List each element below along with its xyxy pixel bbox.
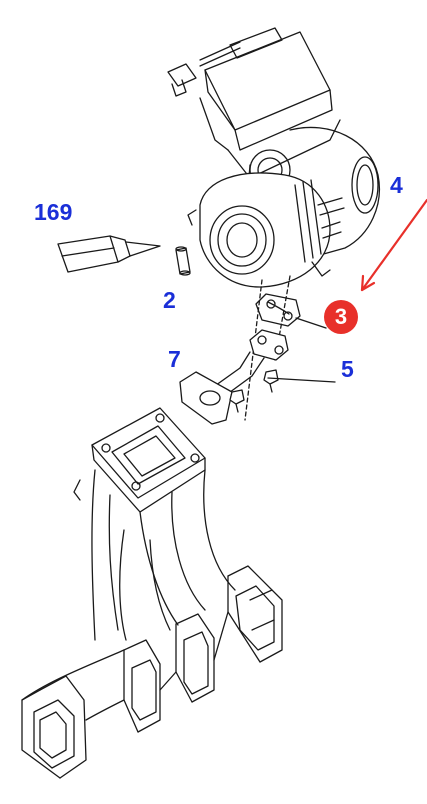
leader-lines <box>267 317 336 383</box>
gasket <box>255 293 301 327</box>
oil-drain-pipe <box>179 329 289 425</box>
turbocharger <box>167 27 380 288</box>
callout-arrow <box>360 198 427 292</box>
part-label-4: 4 <box>390 172 403 198</box>
exhaust-manifold <box>21 407 283 779</box>
leader-line-3 <box>295 317 327 329</box>
sealant-tube <box>57 235 161 273</box>
callout-badge-3: 3 <box>324 300 358 334</box>
part-label-7: 7 <box>168 346 181 372</box>
leader-line-5 <box>267 377 336 383</box>
part-label-5: 5 <box>341 356 354 382</box>
dowel-pin <box>175 246 191 276</box>
bolts <box>229 369 279 413</box>
part-label-2: 2 <box>163 287 176 313</box>
part-label-169: 169 <box>34 199 73 225</box>
